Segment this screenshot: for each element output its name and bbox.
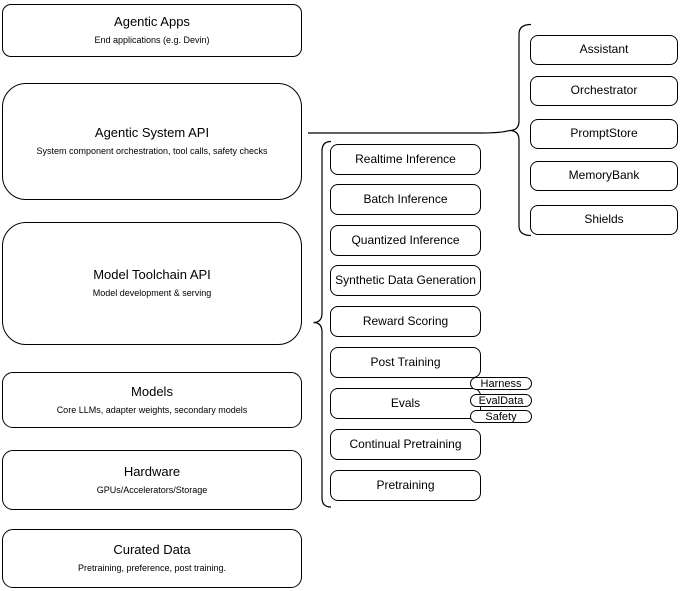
node-quantized-inference: Quantized Inference: [330, 225, 481, 256]
node-realtime-inference: Realtime Inference: [330, 144, 481, 175]
pill-label: Harness: [480, 377, 522, 390]
node-label: Pretraining: [376, 477, 435, 492]
node-label: Synthetic Data Generation: [335, 272, 476, 287]
node-reward-scoring: Reward Scoring: [330, 306, 481, 337]
node-subtitle: Pretraining, preference, post training.: [77, 563, 227, 574]
pill-label: Safety: [485, 410, 517, 423]
node-subtitle: Model development & serving: [92, 288, 212, 299]
node-synthetic-data-generation: Synthetic Data Generation: [330, 265, 481, 296]
node-shields: Shields: [530, 205, 678, 235]
node-label: Continual Pretraining: [349, 436, 462, 451]
node-label: Quantized Inference: [351, 232, 460, 247]
brace-toolchain-components: [313, 140, 332, 508]
pill-safety: Safety: [470, 410, 532, 423]
node-label: Evals: [390, 395, 421, 410]
node-continual-pretraining: Continual Pretraining: [330, 429, 481, 460]
node-label: Batch Inference: [363, 191, 448, 206]
node-label: MemoryBank: [568, 168, 640, 183]
node-evals: Evals: [330, 388, 481, 419]
brace-system-components: [509, 23, 532, 237]
node-label: Realtime Inference: [355, 151, 456, 166]
node-label: Post Training: [370, 354, 441, 369]
node-hardware: Hardware GPUs/Accelerators/Storage: [2, 450, 302, 510]
pill-harness: Harness: [470, 377, 532, 390]
node-subtitle: Core LLMs, adapter weights, secondary mo…: [56, 404, 248, 415]
node-agentic-apps: Agentic Apps End applications (e.g. Devi…: [2, 4, 302, 57]
node-title: Curated Data: [113, 542, 191, 558]
node-label: PromptStore: [570, 126, 638, 141]
node-title: Models: [131, 383, 173, 399]
connector-line-system-api: [308, 129, 510, 134]
node-orchestrator: Orchestrator: [530, 76, 678, 106]
node-title: Agentic System API: [94, 125, 210, 141]
node-models: Models Core LLMs, adapter weights, secon…: [2, 372, 302, 428]
node-label: Assistant: [579, 42, 629, 57]
pill-label: EvalData: [478, 394, 524, 407]
node-model-toolchain-api: Model Toolchain API Model development & …: [2, 222, 302, 345]
node-post-training: Post Training: [330, 347, 481, 378]
node-label: Shields: [584, 212, 624, 227]
node-title: Agentic Apps: [114, 14, 190, 30]
pill-evaldata: EvalData: [470, 394, 532, 407]
node-title: Hardware: [123, 463, 181, 479]
node-label: Reward Scoring: [362, 313, 449, 328]
node-promptstore: PromptStore: [530, 119, 678, 149]
node-curated-data: Curated Data Pretraining, preference, po…: [2, 529, 302, 588]
node-subtitle: System component orchestration, tool cal…: [36, 146, 268, 157]
node-pretraining: Pretraining: [330, 470, 481, 501]
node-batch-inference: Batch Inference: [330, 184, 481, 215]
node-memorybank: MemoryBank: [530, 161, 678, 191]
node-agentic-system-api: Agentic System API System component orch…: [2, 83, 302, 200]
node-subtitle: End applications (e.g. Devin): [94, 35, 210, 46]
node-label: Orchestrator: [570, 83, 638, 98]
node-subtitle: GPUs/Accelerators/Storage: [96, 484, 208, 495]
node-title: Model Toolchain API: [93, 267, 211, 283]
node-assistant: Assistant: [530, 35, 678, 65]
